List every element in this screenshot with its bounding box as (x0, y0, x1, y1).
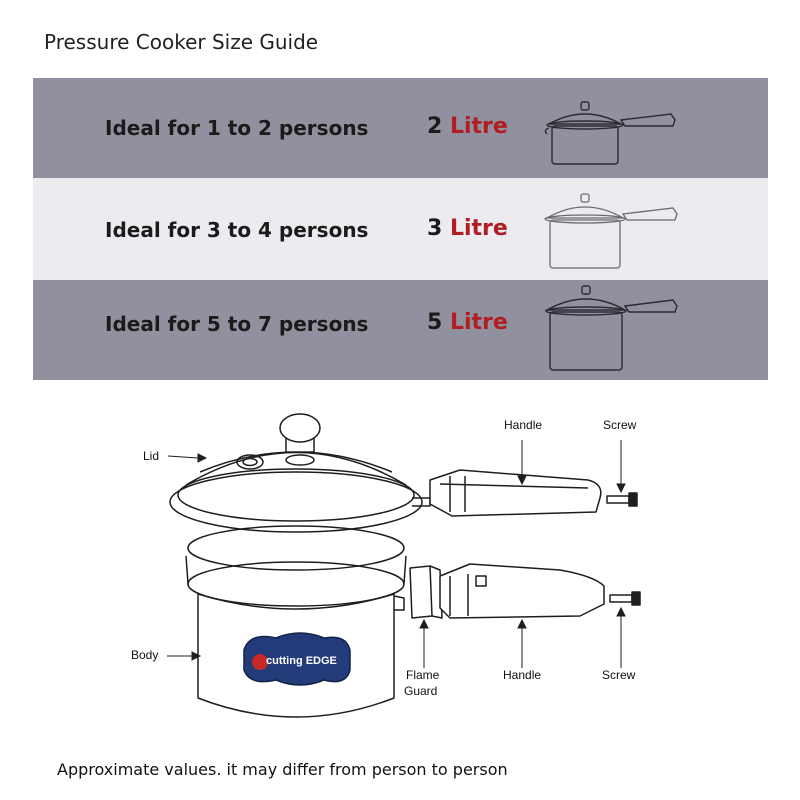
bottom-handle-part (439, 563, 605, 619)
row-size: 5 Litre (427, 310, 508, 335)
page-title: Pressure Cooker Size Guide (44, 30, 319, 54)
row-size: 3 Litre (427, 216, 508, 241)
pressure-cooker-icon (544, 101, 676, 165)
size-row-2-litre: Ideal for 1 to 2 persons 2 Litre (33, 78, 768, 178)
size-number: 2 (427, 114, 443, 139)
body-part (185, 525, 407, 718)
row-label: Ideal for 5 to 7 persons (105, 312, 369, 336)
bottom-screw-part (609, 591, 641, 606)
label-screw-bottom: Screw (602, 668, 636, 682)
top-screw-part (606, 492, 638, 507)
top-handle-part (429, 469, 602, 517)
row-label: Ideal for 1 to 2 persons (105, 116, 369, 140)
label-handle-top: Handle (504, 418, 543, 432)
label-flame-guard-2: Guard (404, 684, 438, 698)
label-screw-top: Screw (603, 418, 637, 432)
size-unit: Litre (449, 114, 508, 139)
pressure-cooker-icon (544, 285, 678, 371)
size-unit: Litre (449, 216, 508, 241)
label-lid: Lid (143, 449, 160, 463)
label-body: Body (131, 648, 159, 662)
label-handle-bottom: Handle (503, 668, 542, 682)
brand-logo-text: cutting EDGE (266, 655, 337, 667)
row-size: 2 Litre (427, 114, 508, 139)
size-row-3-litre: Ideal for 3 to 4 persons 3 Litre (33, 178, 768, 280)
size-unit: Litre (449, 310, 508, 335)
label-flame-guard-1: Flame (406, 668, 440, 682)
size-number: 3 (427, 216, 443, 241)
flame-guard-part (409, 565, 443, 619)
row-label: Ideal for 3 to 4 persons (105, 218, 369, 242)
size-row-5-litre: Ideal for 5 to 7 persons 5 Litre (33, 280, 768, 380)
pressure-cooker-icon (544, 193, 678, 269)
size-number: 5 (427, 310, 443, 335)
lid-part (169, 413, 431, 533)
footer-note: Approximate values. it may differ from p… (57, 760, 508, 779)
pressure-cooker-exploded-diagram (167, 413, 641, 718)
